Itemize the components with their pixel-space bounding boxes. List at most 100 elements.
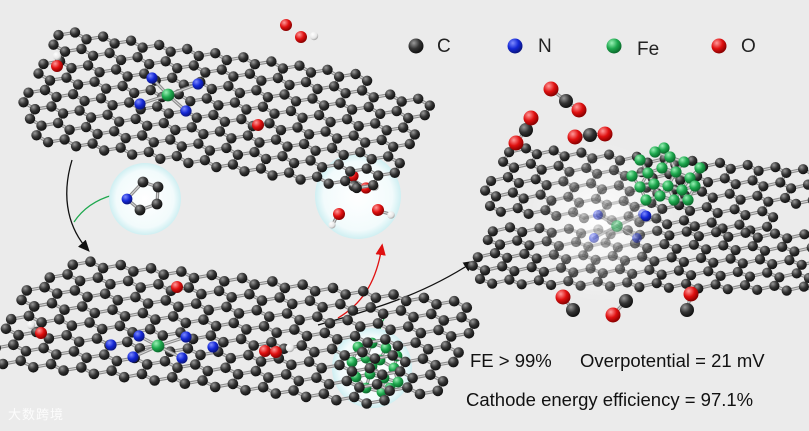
carbon-atom	[540, 205, 550, 215]
carbon-atom	[561, 254, 571, 264]
carbon-atom	[185, 96, 195, 106]
carbon-atom	[591, 255, 601, 265]
carbon-atom	[664, 283, 674, 293]
carbon-atom	[592, 169, 602, 179]
carbon-atom	[294, 315, 305, 326]
carbon-atom	[241, 324, 252, 335]
carbon-atom	[400, 357, 411, 368]
carbon-atom	[75, 276, 86, 287]
carbon-atom	[731, 245, 741, 255]
carbon-atom	[781, 168, 791, 178]
carbon-atom	[221, 143, 231, 153]
carbon-atom	[271, 327, 282, 338]
carbon-atom	[546, 280, 556, 290]
carbon-atom	[320, 126, 330, 136]
carbon-atom	[68, 89, 78, 99]
carbon-atom	[287, 299, 298, 310]
carboxyl-hydrogen	[310, 32, 318, 40]
carbon-atom	[28, 362, 39, 373]
carbon-atom	[238, 52, 248, 62]
carbon-atom	[114, 117, 124, 127]
carbon-atom	[524, 240, 534, 250]
carbon-atom	[145, 324, 156, 335]
iron-atom	[649, 146, 660, 157]
carbon-atom	[708, 258, 718, 268]
oxygen-atom	[598, 127, 613, 142]
carbon-atom	[679, 215, 689, 225]
carbon-atom	[52, 288, 63, 299]
carbon-atom	[373, 170, 383, 180]
carbon-atom	[240, 385, 251, 396]
carbon-atom	[45, 272, 56, 283]
carbon-atom	[317, 162, 327, 172]
carbon-atom	[579, 213, 589, 223]
carbon-atom	[350, 69, 360, 79]
carbon-atom	[758, 181, 768, 191]
carbon-atom	[284, 168, 294, 178]
carbon-atom	[403, 321, 414, 332]
carbon-atom	[176, 266, 187, 277]
carbon-atom	[211, 321, 222, 332]
carbon-atom	[564, 224, 574, 234]
carbon-atom	[615, 155, 625, 165]
carbon-atom	[576, 148, 586, 158]
carbon-atom	[45, 75, 55, 85]
carbon-atom	[464, 328, 475, 339]
carbon-atom	[723, 232, 733, 242]
carbon-atom	[554, 241, 564, 251]
iron-atom	[689, 180, 700, 191]
carbon-atom	[679, 257, 689, 267]
carbon-atom	[649, 256, 659, 266]
carbon-atom	[798, 164, 808, 174]
carbon-atom	[73, 79, 83, 89]
carbon-atom	[791, 199, 801, 209]
carbon-atom	[357, 85, 367, 95]
hydrogen-atom	[328, 221, 335, 228]
carbon-atom	[89, 369, 100, 380]
carbon-atom	[425, 100, 435, 110]
carbon-atom	[439, 315, 450, 326]
carbon-atom	[153, 182, 164, 193]
carbon-atom	[762, 222, 772, 232]
carbon-atom	[258, 382, 269, 393]
hydroxyl-hydrogen	[53, 52, 61, 60]
carbon-atom	[142, 121, 152, 131]
carbon-atom	[264, 118, 274, 128]
carbon-atom	[159, 118, 169, 128]
carbon-atom	[263, 372, 274, 383]
carbon-atom	[403, 113, 413, 123]
carbon-atom	[348, 305, 359, 316]
carbon-atom	[215, 126, 225, 136]
carbon-atom	[98, 263, 109, 274]
carbon-atom	[397, 96, 407, 106]
carbon-atom	[107, 305, 118, 316]
carbon-atom	[228, 71, 238, 81]
carbon-atom	[189, 60, 199, 70]
carbon-atom	[425, 370, 436, 381]
carbon-atom	[15, 356, 26, 367]
carbon-atom	[251, 305, 262, 316]
oxygen-atom	[556, 290, 571, 305]
carbon-atom	[526, 159, 536, 169]
carbon-atom	[274, 292, 285, 303]
carbon-atom	[347, 104, 357, 114]
nitrogen-atom	[146, 72, 157, 83]
carbon-atom	[1, 324, 12, 335]
carbon-atom	[527, 262, 537, 272]
carbon-atom	[69, 346, 80, 357]
carbon-atom	[598, 268, 608, 278]
carbon-atom	[284, 80, 294, 90]
carbon-atom	[297, 279, 308, 290]
carbon-atom	[587, 153, 597, 163]
carbon-atom	[738, 258, 748, 268]
carbon-atom	[99, 349, 110, 360]
carbon-atom	[124, 97, 134, 107]
carbon-atom	[385, 89, 395, 99]
carbon-atom	[625, 186, 635, 196]
carbon-atom	[267, 276, 278, 287]
carbon-atom	[325, 318, 336, 329]
iron-atom	[648, 178, 659, 189]
carbon-atom	[350, 331, 361, 342]
carbon-atom	[116, 260, 127, 271]
iron-atom	[626, 170, 637, 181]
